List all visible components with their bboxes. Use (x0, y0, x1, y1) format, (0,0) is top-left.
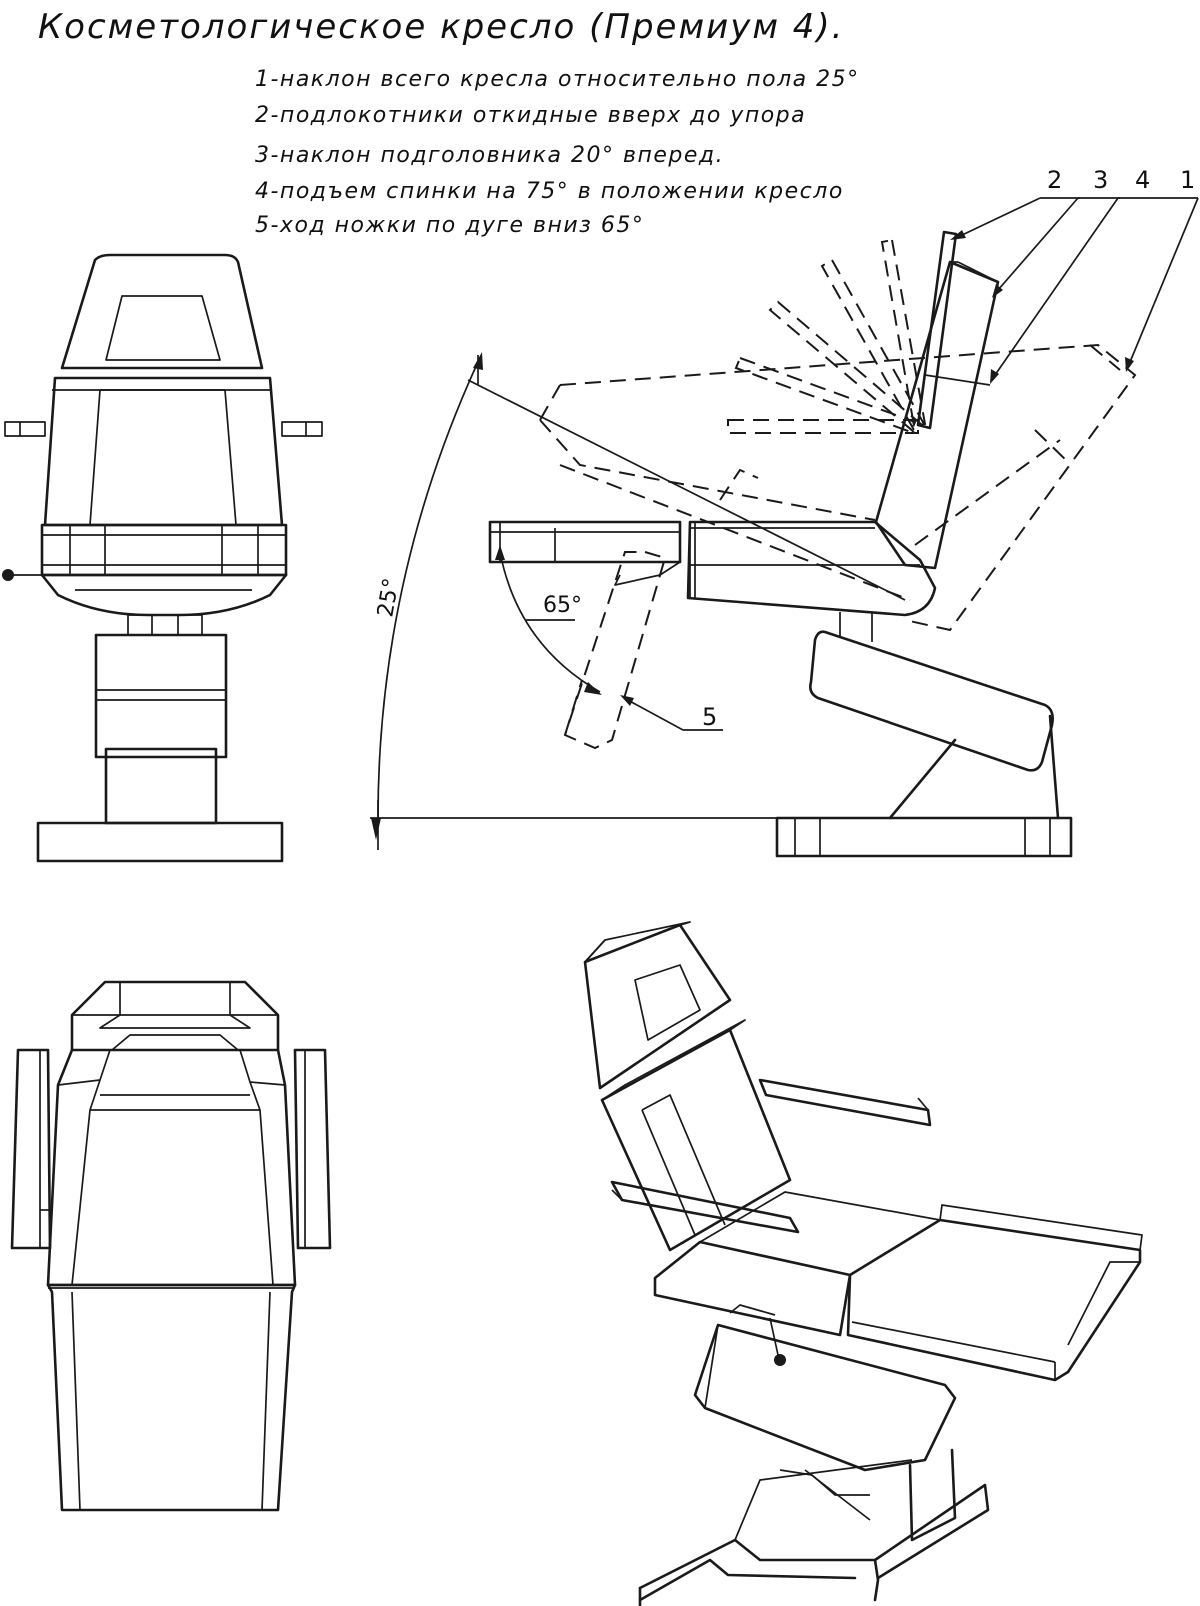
side-view: 25° (370, 166, 1199, 858)
leg-arc-label: 65° (543, 593, 582, 618)
callout-5: 5 (702, 703, 717, 731)
front-view (2, 253, 323, 863)
top-view (10, 980, 332, 1512)
note-3: 3-наклон подголовника 20° вперед. (255, 143, 724, 168)
callout-4: 4 (1135, 166, 1150, 194)
callout-3: 3 (1093, 166, 1108, 194)
tilt-angle-label: 25° (373, 576, 404, 619)
note-2: 2-подлокотники откидные вверх до упора (255, 103, 806, 128)
note-5: 5-ход ножки по дуге вниз 65° (255, 213, 644, 238)
note-1: 1-наклон всего кресла относительно пола … (255, 67, 860, 92)
isometric-view (583, 921, 1143, 1606)
headrest-positions-dashed (727, 238, 927, 434)
drawing-title: Косметологическое кресло (Премиум 4). (38, 7, 845, 47)
callout-1: 1 (1180, 166, 1195, 194)
callout-leaders (620, 197, 1199, 731)
callout-2: 2 (1047, 166, 1062, 194)
note-4: 4-подъем спинки на 75° в положении кресл… (255, 179, 844, 204)
